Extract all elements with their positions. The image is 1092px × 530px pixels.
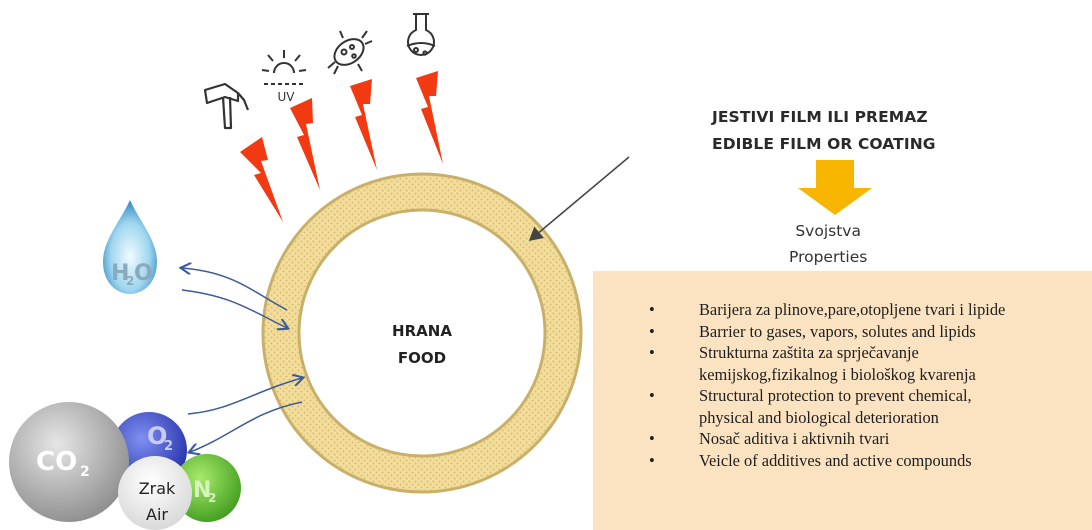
uv-label: UV — [278, 90, 296, 104]
co2-sub: 2 — [80, 464, 90, 480]
lightning-bolt — [350, 79, 377, 170]
n2-sub: 2 — [208, 491, 216, 505]
bullet-icon: • — [649, 342, 655, 364]
bullet-icon: • — [649, 428, 655, 450]
list-item-line1: Veicle of additives and active compounds — [699, 450, 1005, 472]
o2-sub: 2 — [164, 439, 173, 454]
properties-label-hr: Svojstva — [789, 218, 867, 244]
properties-list: • Barijera za plinove,pare,otopljene tvar… — [649, 299, 1005, 471]
bullet-icon: • — [649, 385, 655, 407]
list-item: • Veicle of additives and active compound… — [649, 450, 1005, 472]
film-heading-hr: JESTIVI FILM ILI PREMAZ — [712, 104, 936, 131]
list-item-line1: Nosač aditiva i aktivnih tvari — [699, 428, 1005, 450]
co2-label: CO — [36, 447, 77, 477]
uv-sun-icon — [262, 50, 306, 84]
food-label: HRANA FOOD — [388, 318, 456, 372]
food-label-en: FOOD — [388, 345, 456, 372]
water-o: O — [134, 261, 153, 286]
list-item: • Barijera za plinove,pare,otopljene tvar… — [649, 299, 1005, 321]
chemical-flask-icon — [407, 14, 435, 55]
air-label-en: Air — [146, 505, 168, 524]
properties-panel: • Barijera za plinove,pare,otopljene tvar… — [593, 271, 1092, 530]
air-label-hr: Zrak — [139, 479, 176, 498]
list-item-line1: Structural protection to prevent chemica… — [699, 385, 1005, 407]
list-item: • Structural protection to prevent chemic… — [649, 385, 1005, 428]
bullet-icon: • — [649, 450, 655, 472]
film-heading: JESTIVI FILM ILI PREMAZ EDIBLE FILM OR C… — [712, 104, 936, 158]
lightning-bolt — [416, 71, 443, 164]
list-item-line2: physical and biological deterioration — [699, 407, 1005, 429]
properties-label-en: Properties — [789, 244, 867, 270]
down-arrow-icon — [798, 160, 872, 215]
food-label-hr: HRANA — [388, 318, 456, 345]
film-pointer-arrow — [530, 157, 629, 240]
list-item-line1: Strukturna zaštita za sprječavanje — [699, 342, 1005, 364]
list-item-line1: Barijera za plinove,pare,otopljene tvari… — [699, 299, 1005, 321]
properties-label: Svojstva Properties — [789, 218, 867, 270]
bullet-icon: • — [649, 321, 655, 343]
microbe-icon — [328, 31, 372, 74]
list-item-line2: kemijskog,fizikalnog i biološkog kvarenj… — [699, 364, 1005, 386]
lightning-bolt — [240, 137, 283, 222]
list-item: • Barrier to gases, vapors, solutes and l… — [649, 321, 1005, 343]
list-item-line1: Barrier to gases, vapors, solutes and li… — [699, 321, 1005, 343]
film-heading-en: EDIBLE FILM OR COATING — [712, 131, 936, 158]
lightning-bolt — [290, 98, 320, 190]
list-item: • Nosač aditiva i aktivnih tvari — [649, 428, 1005, 450]
bullet-icon: • — [649, 299, 655, 321]
hammer-icon — [205, 84, 248, 128]
